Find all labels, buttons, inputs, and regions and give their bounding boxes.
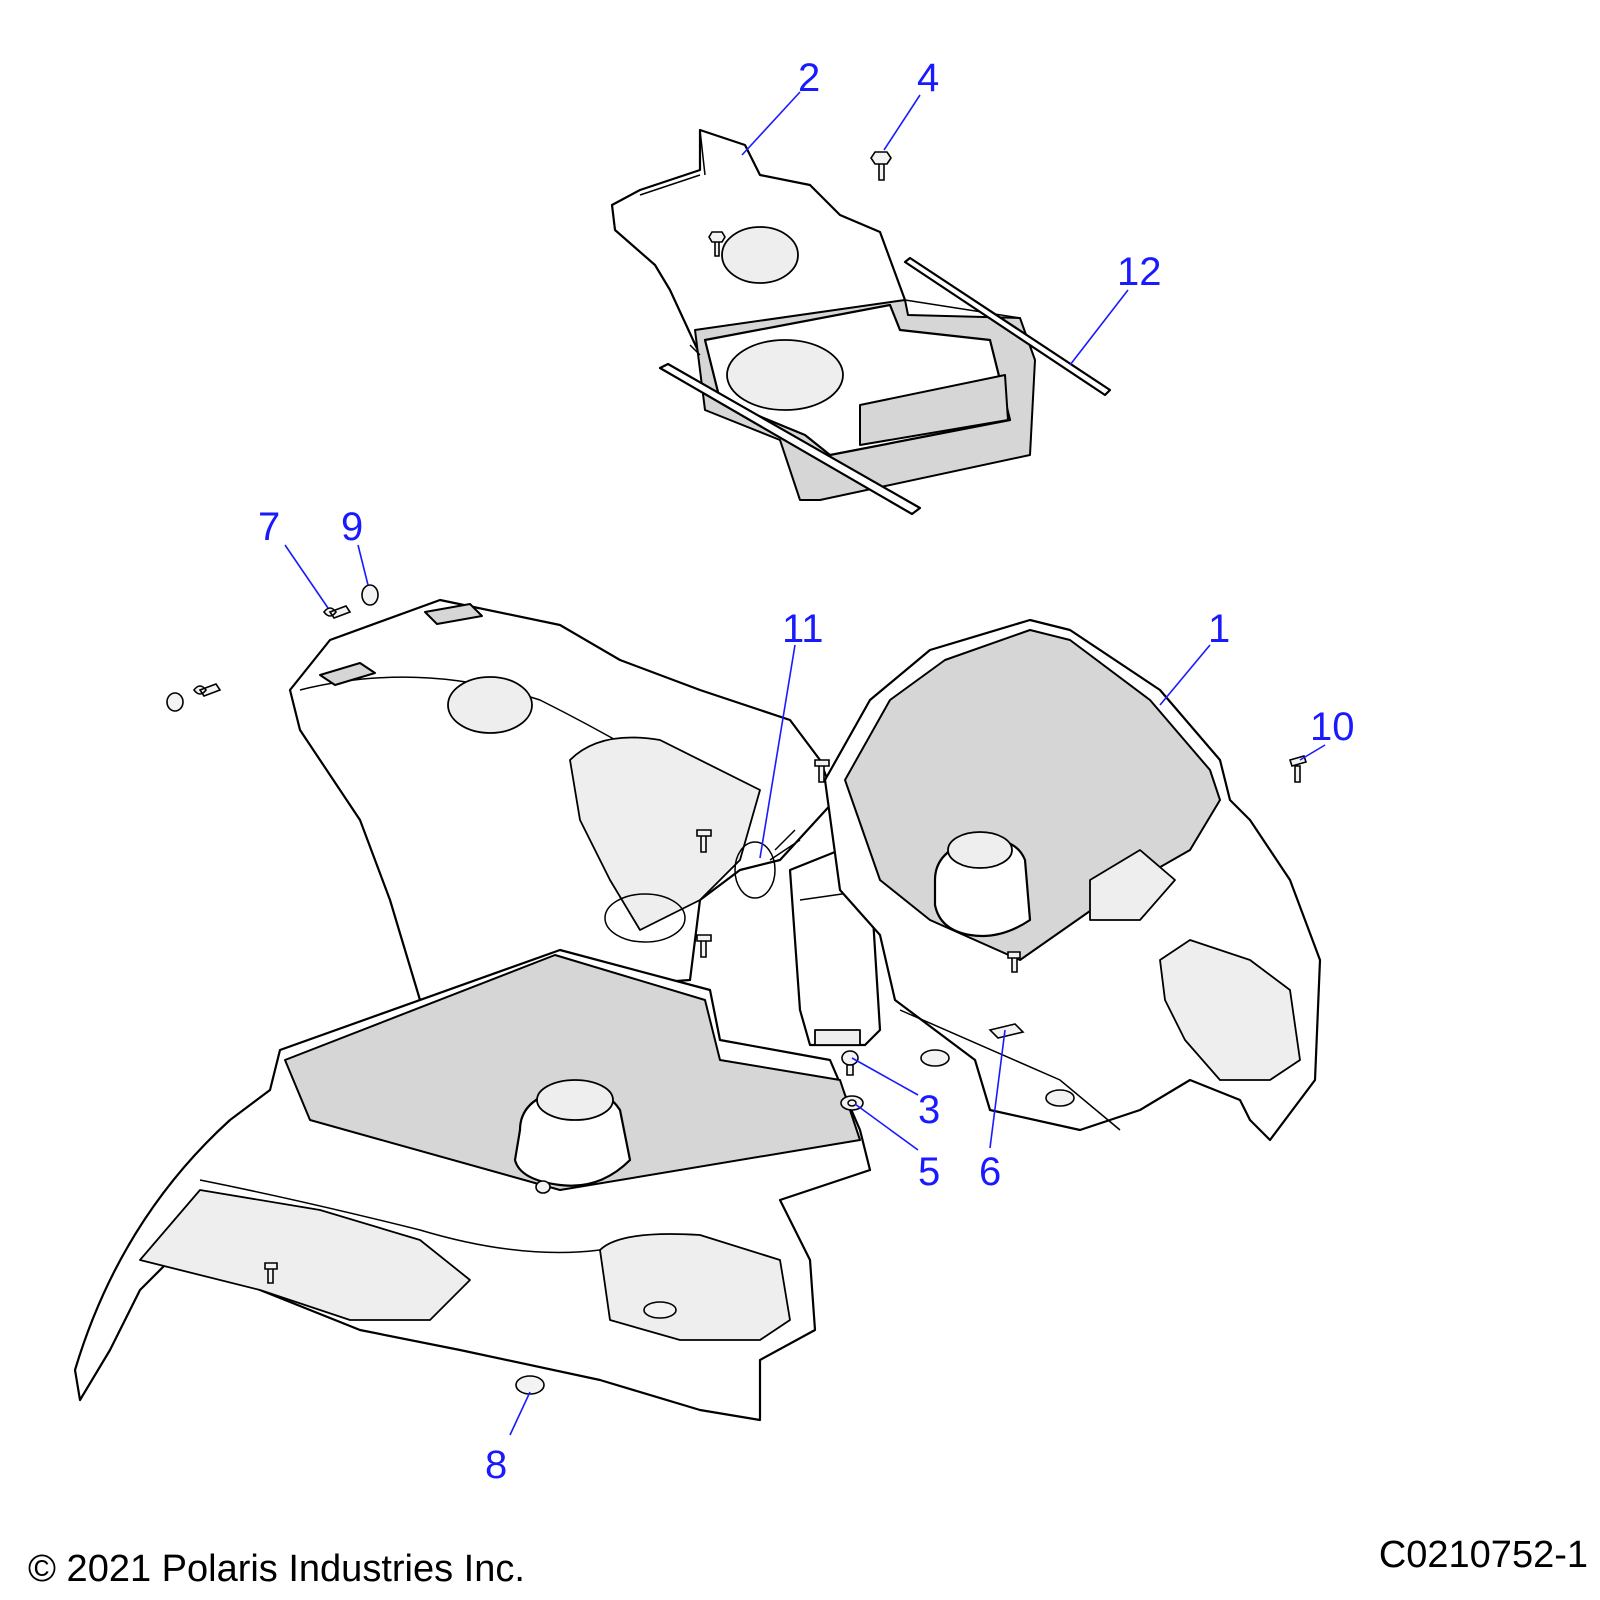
callout-8: 8 [485, 1443, 507, 1487]
copyright-notice: © 2021 Polaris Industries Inc. [28, 1548, 525, 1590]
rear-fender-left-part [288, 598, 837, 1002]
fastener-hardware-group [166, 151, 1308, 1395]
callout-labels: 2 4 12 7 9 11 1 10 3 5 6 8 [258, 56, 1355, 1487]
support-rod-part [658, 256, 1112, 516]
callout-4: 4 [917, 56, 939, 100]
callout-12: 12 [1117, 250, 1162, 294]
callout-2: 2 [798, 56, 820, 100]
callout-6: 6 [979, 1150, 1001, 1194]
drawing-number: C0210752-1 [1378, 1534, 1588, 1576]
callout-1: 1 [1208, 607, 1230, 651]
console-cover-part [610, 128, 1036, 501]
tie-strap-part [734, 829, 801, 899]
rear-fender-left-box-part [73, 948, 872, 1422]
callout-3: 3 [918, 1088, 940, 1132]
callout-10: 10 [1310, 705, 1355, 749]
callout-11: 11 [782, 607, 824, 651]
callout-7: 7 [258, 505, 280, 549]
callout-leader-lines [284, 91, 1326, 1436]
callout-9: 9 [341, 505, 363, 549]
rear-fender-right-box-part [823, 618, 1322, 1142]
callout-5: 5 [918, 1150, 940, 1194]
